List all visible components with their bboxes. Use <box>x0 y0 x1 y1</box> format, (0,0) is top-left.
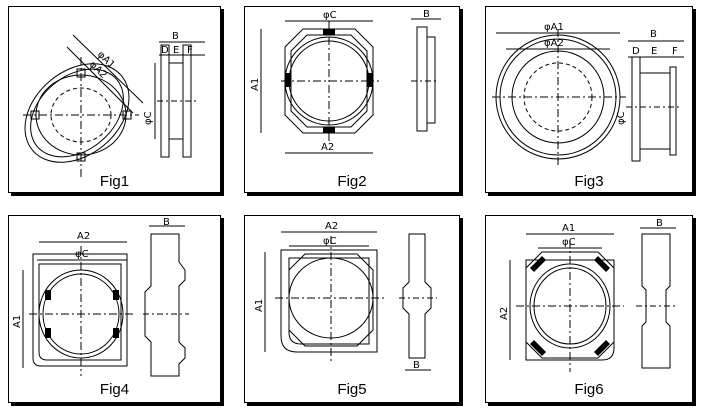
fig5-caption: Fig5 <box>337 381 367 398</box>
fig1-c-label: φC <box>143 111 154 125</box>
fig5-a2-label: A2 <box>325 221 338 232</box>
fig4-b-label: B <box>163 217 170 228</box>
fig5-b-label: B <box>413 360 420 371</box>
fig6-c-label: φC <box>562 237 576 248</box>
fig3-a1-label: φA1 <box>544 22 564 33</box>
figure-4-panel: A2 φC A1 B Fig4 <box>8 215 221 403</box>
fig4-caption: Fig4 <box>99 381 130 398</box>
fig2-c-label: φC <box>323 10 337 21</box>
fig3-c-label: φC <box>616 111 627 125</box>
fig1-caption: Fig1 <box>99 173 130 190</box>
figure-1-drawing: φA1 φA2 B D E F φC <box>23 31 205 177</box>
figure-5-drawing: A2 φC A1 B <box>254 221 437 371</box>
fig1-f-label: F <box>187 45 193 56</box>
fig6-b-label: B <box>656 218 663 229</box>
figure-1-panel: φA1 φA2 B D E F φC Fig1 <box>8 6 221 193</box>
fig3-f-label: F <box>672 46 678 57</box>
fig3-a2-label: φA2 <box>544 38 564 49</box>
figure-5-panel: A2 φC A1 B Fig5 <box>244 215 460 403</box>
fig1-b-label: B <box>172 31 179 42</box>
fig2-caption: Fig2 <box>337 173 367 190</box>
fig3-caption: Fig3 <box>574 173 604 190</box>
fig5-c-label: φC <box>323 236 337 247</box>
figure-4-drawing: A2 φC A1 B <box>12 217 189 377</box>
fig3-e-label: E <box>651 46 657 57</box>
fig6-a1-label: A1 <box>562 223 575 234</box>
fig6-a2-label: A2 <box>499 307 510 320</box>
fig1-d-label: D <box>161 45 169 56</box>
fig2-a2-label: A2 <box>321 142 334 153</box>
fig4-c-label: φC <box>75 249 89 260</box>
fig6-caption: Fig6 <box>574 381 604 398</box>
fig3-b-label: B <box>650 29 657 40</box>
fig2-a1-label: A1 <box>250 78 261 91</box>
fig4-a2-label: A2 <box>77 231 90 242</box>
figure-3-panel: φA1 φA2 B D E F φC Fig3 <box>485 6 693 193</box>
figure-2-panel: φC A1 A2 B Fig2 <box>244 6 460 193</box>
figure-6-panel: A1 φC A2 B Fig6 <box>485 215 693 403</box>
fig4-a1-label: A1 <box>12 315 23 328</box>
fig1-e-label: E <box>173 45 179 56</box>
figure-3-drawing: φA1 φA2 B D E F φC <box>492 22 684 167</box>
fig3-d-label: D <box>632 46 640 57</box>
figure-6-drawing: A1 φC A2 B <box>499 218 678 372</box>
figure-2-drawing: φC A1 A2 B <box>250 9 441 154</box>
fig5-a1-label: A1 <box>254 299 265 312</box>
fig2-b-label: B <box>423 9 430 20</box>
